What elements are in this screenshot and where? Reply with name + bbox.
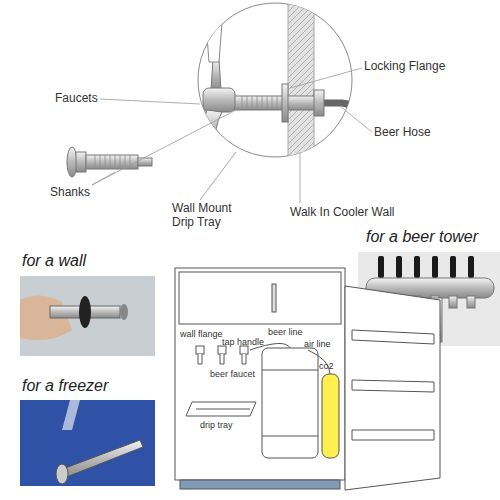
section-heading: for a freezer [22, 377, 108, 395]
part-label: tap handle [222, 337, 264, 347]
part-label: Beer Hose [374, 126, 431, 140]
part-label: beer faucet [210, 369, 255, 379]
part-label: Faucets [55, 92, 98, 106]
part-label: beer line [268, 327, 303, 337]
part-label: air line [304, 339, 331, 349]
part-label: Shanks [50, 186, 90, 200]
part-label: co2 [319, 361, 334, 371]
part-label: Walk In Cooler Wall [290, 206, 394, 220]
part-label: wall flange [180, 329, 223, 339]
part-label: Wall Mount Drip Tray [172, 202, 252, 230]
section-heading: for a beer tower [366, 228, 478, 246]
section-heading: for a wall [22, 252, 86, 270]
part-label: Locking Flange [364, 60, 445, 74]
part-label: drip tray [200, 420, 233, 430]
